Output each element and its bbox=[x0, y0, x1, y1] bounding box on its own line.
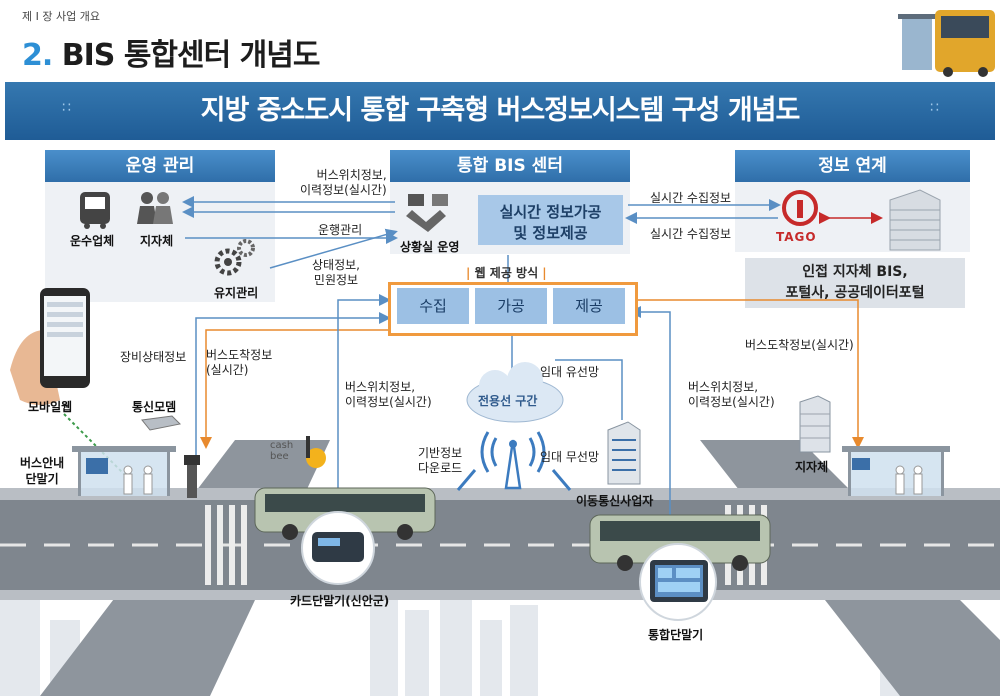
banner-dots-icon: ∷ bbox=[930, 100, 939, 116]
tago-label: TAGO bbox=[776, 230, 817, 244]
page-title-text: BIS 통합센터 개념도 bbox=[61, 38, 321, 73]
flow-base-download-line2: 다운로드 bbox=[418, 461, 463, 475]
flow-arrival-line2: (실시간) bbox=[206, 363, 249, 377]
realtime-processing-box: 실시간 정보가공 및 정보제공 bbox=[478, 195, 623, 245]
flow-status-line1: 상태정보, bbox=[312, 258, 360, 272]
center-panel-title: 통합 BIS 센터 bbox=[390, 150, 630, 182]
flow-mid-location-line1: 버스위치정보, bbox=[345, 380, 416, 394]
comm-modem-label: 통신모뎀 bbox=[132, 400, 177, 414]
flow-device-status: 장비상태정보 bbox=[120, 350, 187, 364]
flow-right-location: 버스위치정보, 이력정보(실시간) bbox=[688, 380, 775, 410]
integrated-terminal-label: 통합단말기 bbox=[648, 628, 704, 642]
processing-line-2: 및 정보제공 bbox=[513, 224, 588, 242]
flow-leased-wireless: 임대 무선망 bbox=[540, 450, 600, 464]
flow-arrival-line1: 버스도착정보 bbox=[206, 348, 273, 362]
cashbee-line2: bee bbox=[270, 451, 289, 462]
flow-mid-location-line2: 이력정보(실시간) bbox=[345, 395, 432, 409]
link-panel bbox=[735, 182, 970, 252]
flow-status-line2: 민원정보 bbox=[313, 273, 359, 287]
web-method-label: | 웹 제공 방식 | bbox=[466, 266, 547, 280]
ops-item-city: 지자체 bbox=[140, 234, 174, 248]
ops-item-maintenance: 유지관리 bbox=[214, 286, 259, 300]
step-process: 가공 bbox=[475, 288, 547, 324]
flow-right-location-line1: 버스위치정보, bbox=[688, 380, 759, 394]
flow-leased-wired: 임대 유선망 bbox=[540, 365, 600, 379]
right-city-label: 지자체 bbox=[795, 460, 829, 474]
flow-base-download: 기반정보 다운로드 bbox=[418, 446, 462, 476]
flow-bus-location-line2: 이력정보(실시간) bbox=[300, 183, 387, 197]
flow-realtime-collect-2: 실시간 수집정보 bbox=[650, 227, 732, 241]
partner-info-box: 인접 지자체 BIS, 포털사, 공공데이터포털 bbox=[745, 258, 965, 308]
processing-line-1: 실시간 정보가공 bbox=[499, 203, 602, 221]
flow-status: 상태정보, 민원정보 bbox=[312, 258, 360, 288]
card-terminal-label: 카드단말기(신안군) bbox=[290, 594, 390, 608]
flow-realtime-collect-1: 실시간 수집정보 bbox=[650, 191, 732, 205]
flow-right-location-line2: 이력정보(실시간) bbox=[688, 395, 775, 409]
link-panel-title: 정보 연계 bbox=[735, 150, 970, 182]
flow-bus-location-line1: 버스위치정보, bbox=[316, 168, 387, 182]
stop-terminal-line2: 단말기 bbox=[25, 472, 59, 486]
situation-room-label: 상황실 운영 bbox=[400, 240, 460, 254]
step-collect: 수집 bbox=[397, 288, 469, 324]
stop-terminal-line1: 버스안내 bbox=[20, 456, 65, 470]
telecom-label: 이동통신사업자 bbox=[576, 494, 654, 508]
banner-dots-icon: ∷ bbox=[62, 100, 71, 116]
page-title: 2. BIS 통합센터 개념도 bbox=[22, 30, 321, 74]
page-title-number: 2. bbox=[22, 38, 53, 73]
operations-panel-title: 운영 관리 bbox=[45, 150, 275, 182]
dedicated-line-label: 전용선 구간 bbox=[478, 394, 538, 408]
cashbee-line1: cash bbox=[270, 440, 294, 451]
flow-arrival: 버스도착정보 (실시간) bbox=[206, 348, 272, 378]
partner-line-1: 인접 지자체 BIS, bbox=[802, 264, 908, 280]
flow-operation-mgmt: 운행관리 bbox=[318, 223, 363, 237]
diagram-banner: 지방 중소도시 통합 구축형 버스정보시스템 구성 개념도 bbox=[5, 82, 995, 140]
flow-mid-location: 버스위치정보, 이력정보(실시간) bbox=[345, 380, 432, 410]
section-label: 제 I 장 사업 개요 bbox=[22, 10, 100, 23]
cashbee-logo: cash bee bbox=[270, 440, 293, 462]
flow-base-download-line1: 기반정보 bbox=[418, 446, 463, 460]
mobile-web-label: 모바일웹 bbox=[28, 400, 73, 414]
partner-line-2: 포털사, 공공데이터포털 bbox=[785, 285, 925, 301]
flow-right-arrival: 버스도착정보(실시간) bbox=[745, 338, 854, 352]
stop-terminal-label: 버스안내 단말기 bbox=[20, 455, 64, 487]
flow-bus-location: 버스위치정보, 이력정보(실시간) bbox=[300, 168, 387, 198]
web-method-text: 웹 제공 방식 bbox=[474, 266, 539, 280]
ops-item-transit-company: 운수업체 bbox=[70, 234, 115, 248]
step-provide: 제공 bbox=[553, 288, 625, 324]
